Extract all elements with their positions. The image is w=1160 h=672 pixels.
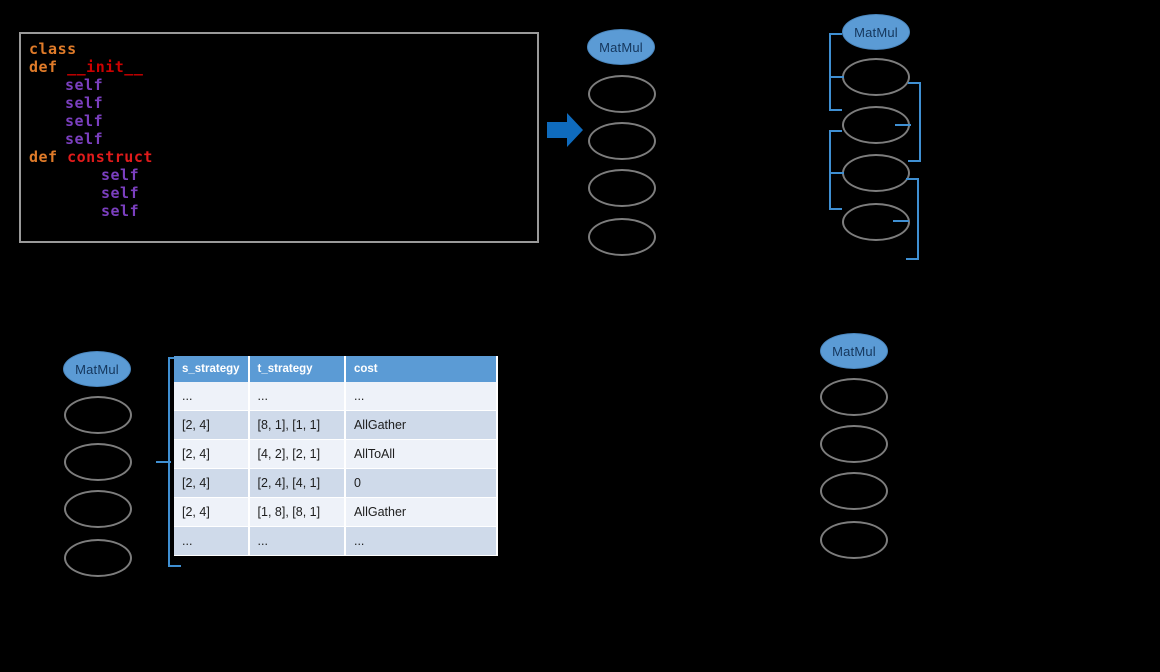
cost-table: s_strategy t_strategy cost .........[2, … [174,356,499,556]
table-row[interactable]: [2, 4][8, 1], [1, 1]AllGather [174,410,499,440]
code-token: self [101,184,140,202]
table-cell-t_strategy: [1, 8], [8, 1] [248,497,346,527]
table-cell-s_strategy: [2, 4] [174,410,250,440]
table-cell-cost: ... [344,526,499,556]
code-token: class [29,40,77,58]
matmul-op-node[interactable]: MatMul [820,333,888,369]
column-header-s-strategy[interactable]: s_strategy [174,356,250,382]
table-header-row: s_strategy t_strategy cost [174,356,499,382]
strategy-node[interactable] [820,521,888,559]
strategy-node[interactable] [588,169,656,207]
table-cell-t_strategy: [4, 2], [2, 1] [248,439,346,469]
code-line: self [29,202,529,220]
matmul-op-node[interactable]: MatMul [842,14,910,50]
code-line: self [29,112,529,130]
table-cell-s_strategy: ... [174,382,250,411]
table-cell-s_strategy: [2, 4] [174,468,250,498]
group-bracket-right [906,178,919,260]
strategy-node[interactable] [820,378,888,416]
code-line: self [29,76,529,94]
right-arrow-icon [547,111,583,149]
strategy-node[interactable] [64,490,132,528]
code-token: def [29,58,68,76]
code-line: class [29,40,529,58]
strategy-node[interactable] [64,539,132,577]
code-token: self [65,94,104,112]
code-line: self [29,166,529,184]
table-row[interactable]: [2, 4][1, 8], [8, 1]AllGather [174,497,499,527]
group-bracket-left [829,130,842,210]
strategy-node[interactable] [64,396,132,434]
graph-top-middle: MatMul [0,0,1160,280]
table-cell-cost: AllToAll [344,439,499,469]
table-cell-cost: AllGather [344,497,499,527]
table-cell-t_strategy: ... [248,526,346,556]
bracket-tendril [156,461,171,463]
bracket-tendril [895,124,911,126]
code-line: def construct [29,148,529,166]
strategy-node[interactable] [64,443,132,481]
strategy-node[interactable] [588,218,656,256]
table-cell-cost: AllGather [344,410,499,440]
table-row[interactable]: ......... [174,526,499,556]
strategy-node[interactable] [820,425,888,463]
code-token: __init__ [67,58,144,76]
table-cell-s_strategy: [2, 4] [174,439,250,469]
column-header-cost[interactable]: cost [344,356,499,382]
code-token: construct [67,148,153,166]
strategy-node[interactable] [588,122,656,160]
code-line: self [29,94,529,112]
code-line: self [29,130,529,148]
matmul-op-node[interactable]: MatMul [63,351,131,387]
matmul-op-node[interactable]: MatMul [587,29,655,65]
table-cell-t_strategy: [2, 4], [4, 1] [248,468,346,498]
table-cell-t_strategy: [8, 1], [1, 1] [248,410,346,440]
table-cell-cost: 0 [344,468,499,498]
table-cell-cost: ... [344,382,499,411]
code-token: self [65,130,104,148]
strategy-node[interactable] [820,472,888,510]
code-token: self [101,166,140,184]
code-token: self [65,112,104,130]
table-row[interactable]: [2, 4][2, 4], [4, 1]0 [174,468,499,498]
code-token: def [29,148,68,166]
table-cell-s_strategy: [2, 4] [174,497,250,527]
code-line: self [29,184,529,202]
cost-table-body: .........[2, 4][8, 1], [1, 1]AllGather[2… [174,382,499,556]
strategy-node[interactable] [588,75,656,113]
table-row[interactable]: [2, 4][4, 2], [2, 1]AllToAll [174,439,499,469]
bracket-tendril [829,172,844,174]
table-row[interactable]: ......... [174,382,499,411]
bracket-tendril [829,76,844,78]
bracket-tendril [893,220,909,222]
group-bracket-left [829,33,842,111]
table-cell-s_strategy: ... [174,526,250,556]
strategy-node[interactable] [842,203,910,241]
code-token: self [101,202,140,220]
column-header-t-strategy[interactable]: t_strategy [248,356,346,382]
table-cell-t_strategy: ... [248,382,346,411]
code-token: self [65,76,104,94]
group-bracket-right [908,82,921,162]
code-line: def __init__ [29,58,529,76]
graph-top-right: MatMul [0,0,1160,280]
